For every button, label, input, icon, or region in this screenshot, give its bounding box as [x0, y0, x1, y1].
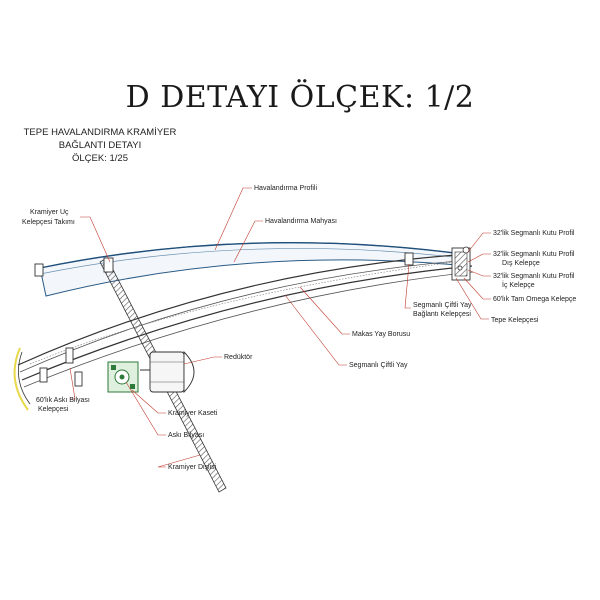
subtitle-line-3: ÖLÇEK: 1/25: [72, 153, 128, 164]
label-tepe-kelepcesi: Tepe Kelepçesi: [491, 317, 539, 324]
label-kutu-profil: 32'lik Segmanlı Kutu Profil: [493, 230, 575, 237]
label-ic-kelepce-2: İç Kelepçe: [502, 280, 535, 289]
component-labels: Havalandırma Profili Havalandırma Mahyas…: [22, 185, 576, 471]
label-dis-kelepce-2: Dış Kelepçe: [502, 260, 540, 267]
label-ciftli-yay-baglanti-2: Bağlantı Kelepçesi: [413, 311, 471, 318]
label-aski-bilyasi: Askı Bilyası: [168, 432, 204, 439]
drawing-title: D DETAYI ÖLÇEK: 1/2: [125, 80, 475, 115]
arch-clamps: [34, 252, 414, 387]
left-curved-edge: [13, 347, 29, 411]
reduktor-assembly: [140, 350, 195, 394]
kramiyer-kaseti: [107, 361, 139, 393]
label-omega: 60'lık Tam Omega Kelepçe: [493, 296, 576, 303]
label-havalandirma-mahyasi: Havalandırma Mahyası: [265, 218, 337, 225]
label-kramiyer-uc-1: Kramiyer Uç: [30, 209, 69, 216]
label-aski-bilyasi-kelepcesi-2: Kelepçesi: [38, 406, 69, 413]
label-segmanli-ciftli-yay: Segmanlı Çiftli Yay: [349, 362, 408, 369]
label-kramiyer-dislisi: Kramiyer Dişlisi: [168, 464, 217, 471]
label-havalandirma-profili: Havalandırma Profili: [254, 185, 317, 192]
label-ciftli-yay-baglanti-1: Segmanlı Çiftli Yay: [413, 302, 472, 309]
label-dis-kelepce-1: 32'lik Segmanlı Kutu Profil: [493, 251, 575, 258]
tepe-kelepcesi-assembly: [451, 246, 471, 281]
leader-lines: [69, 187, 491, 468]
label-kramiyer-kaseti: Kramiyer Kaseti: [168, 410, 218, 417]
label-makas-yay: Makas Yay Borusu: [352, 331, 410, 338]
subtitle-line-1: TEPE HAVALANDIRMA KRAMİYER: [23, 127, 177, 138]
drawing-subtitle: TEPE HAVALANDIRMA KRAMİYER BAĞLANTI DETA…: [10, 126, 190, 165]
label-aski-bilyasi-kelepcesi-1: 60'lık Askı Bilyası: [36, 397, 90, 404]
subtitle-line-2: BAĞLANTI DETAYI: [58, 140, 142, 151]
label-kramiyer-uc-2: Kelepçesi Takımı: [22, 219, 75, 226]
label-ic-kelepce-1: 32'lik Segmanlı Kutu Profil: [493, 273, 575, 280]
label-reduktor: Redüktör: [224, 354, 253, 361]
